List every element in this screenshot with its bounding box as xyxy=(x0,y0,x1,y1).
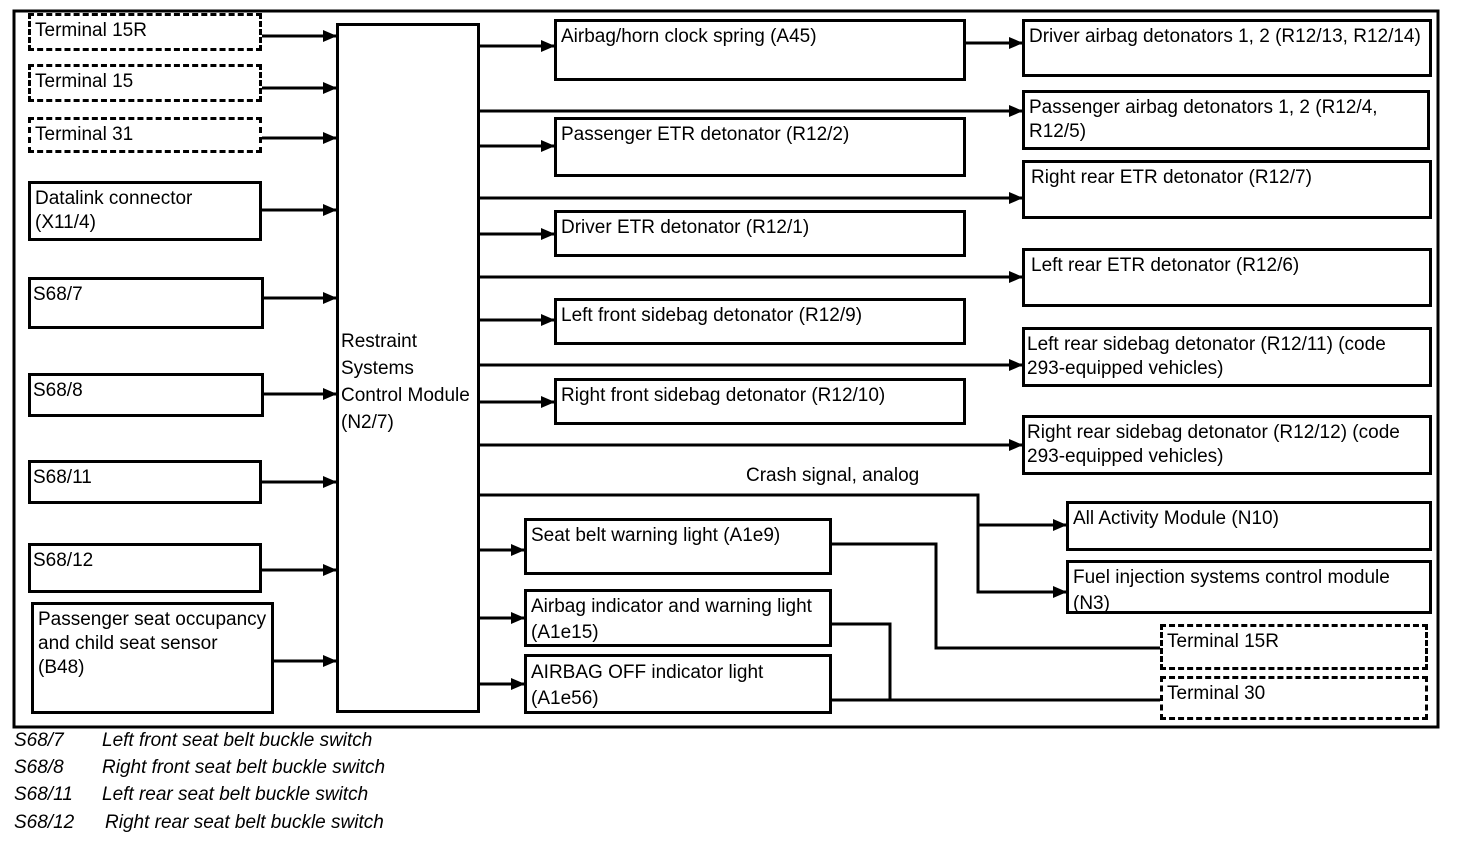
driver-etr-box: Driver ETR detonator (R12/1) xyxy=(554,210,966,257)
legend-code: S68/11 xyxy=(14,784,73,805)
terminal-15-input-box: Terminal 15 xyxy=(28,64,262,102)
s68-11-label: S68/11 xyxy=(33,467,92,488)
left-front-sidebag-label: Left front sidebag detonator (R12/9) xyxy=(561,305,863,326)
fuel-injection-box: Fuel injection systems control module (N… xyxy=(1066,560,1432,614)
crash-signal-label: Crash signal, analog xyxy=(746,465,920,486)
passenger-etr-box: Passenger ETR detonator (R12/2) xyxy=(554,117,966,177)
aam-box: All Activity Module (N10) xyxy=(1066,501,1432,551)
crash-signal-line xyxy=(480,493,1067,598)
right-front-sidebag-label: Right front sidebag detonator (R12/10) xyxy=(561,385,886,406)
datalink-connector-box: Datalink connector (X11/4) xyxy=(28,181,262,241)
legend-text: Right rear seat belt buckle switch xyxy=(105,812,384,833)
airbag-indicator-to-terminal30 xyxy=(832,622,892,700)
right-front-sidebag-box: Right front sidebag detonator (R12/10) xyxy=(554,378,966,425)
legend-row: S68/12 Right rear seat belt buckle switch xyxy=(14,812,384,834)
airbag-off-label: AIRBAG OFF indicator light (A1e56) xyxy=(531,662,764,709)
terminal-30-output-label: Terminal 30 xyxy=(1167,683,1266,704)
s68-12-label: S68/12 xyxy=(33,550,94,571)
left-rear-sidebag-label: Left rear sidebag detonator (R12/11) (co… xyxy=(1027,334,1386,379)
seat-belt-light-label: Seat belt warning light (A1e9) xyxy=(531,525,781,546)
legend-code: S68/7 xyxy=(14,730,64,751)
b48-sensor-label: Passenger seat occupancy and child seat … xyxy=(38,609,267,678)
legend-text: Left rear seat belt buckle switch xyxy=(102,784,369,805)
passenger-airbag-label: Passenger airbag detonators 1, 2 (R12/4,… xyxy=(1029,97,1378,142)
s68-11-box: S68/11 xyxy=(28,460,262,504)
legend-row: S68/7 Left front seat belt buckle switch xyxy=(14,730,372,752)
s68-7-label: S68/7 xyxy=(33,284,83,305)
terminal-15-input-label: Terminal 15 xyxy=(35,71,134,92)
restraint-module-box: Restraint Systems Control Module (N2/7) xyxy=(336,23,480,713)
restraint-module-label: Restraint Systems Control Module (N2/7) xyxy=(341,331,470,433)
passenger-etr-label: Passenger ETR detonator (R12/2) xyxy=(561,124,850,145)
terminal-15r-output-label: Terminal 15R xyxy=(1167,631,1279,652)
right-rear-etr-box: Right rear ETR detonator (R12/7) xyxy=(1022,160,1432,219)
legend-code: S68/12 xyxy=(14,812,75,833)
s68-12-box: S68/12 xyxy=(28,543,262,593)
seat-belt-light-to-terminal15r xyxy=(832,542,1160,650)
legend-row: S68/11 Left rear seat belt buckle switch xyxy=(14,784,368,806)
b48-sensor-box: Passenger seat occupancy and child seat … xyxy=(31,602,274,714)
terminal-31-input-box: Terminal 31 xyxy=(28,117,262,153)
right-rear-etr-label: Right rear ETR detonator (R12/7) xyxy=(1031,167,1312,188)
airbag-indicator-label: Airbag indicator and warning light (A1e1… xyxy=(531,596,812,643)
legend-row: S68/8 Right front seat belt buckle switch xyxy=(14,757,385,779)
terminal-30-output-box: Terminal 30 xyxy=(1160,676,1428,720)
left-front-sidebag-box: Left front sidebag detonator (R12/9) xyxy=(554,298,966,345)
driver-airbag-label: Driver airbag detonators 1, 2 (R12/13, R… xyxy=(1029,26,1421,47)
passenger-airbag-box: Passenger airbag detonators 1, 2 (R12/4,… xyxy=(1022,90,1430,150)
terminal-15r-input-box: Terminal 15R xyxy=(28,13,262,51)
clock-spring-label: Airbag/horn clock spring (A45) xyxy=(561,26,817,47)
airbag-indicator-box: Airbag indicator and warning light (A1e1… xyxy=(524,589,832,647)
s68-8-label: S68/8 xyxy=(33,380,83,401)
driver-etr-label: Driver ETR detonator (R12/1) xyxy=(561,217,810,238)
datalink-connector-label: Datalink connector (X11/4) xyxy=(35,188,193,233)
clock-spring-box: Airbag/horn clock spring (A45) xyxy=(554,19,966,81)
airbag-off-box: AIRBAG OFF indicator light (A1e56) xyxy=(524,654,832,714)
left-rear-etr-label: Left rear ETR detonator (R12/6) xyxy=(1031,255,1300,276)
aam-label: All Activity Module (N10) xyxy=(1073,508,1279,529)
legend-code: S68/8 xyxy=(14,757,64,778)
outer-frame xyxy=(12,9,1440,729)
seat-belt-light-box: Seat belt warning light (A1e9) xyxy=(524,518,832,575)
right-rear-sidebag-box: Right rear sidebag detonator (R12/12) (c… xyxy=(1022,415,1432,475)
s68-8-box: S68/8 xyxy=(28,373,264,417)
left-rear-etr-box: Left rear ETR detonator (R12/6) xyxy=(1022,248,1432,307)
right-rear-sidebag-label: Right rear sidebag detonator (R12/12) (c… xyxy=(1027,422,1400,467)
terminal-15r-input-label: Terminal 15R xyxy=(35,20,147,41)
fuel-injection-label: Fuel injection systems control module (N… xyxy=(1073,567,1390,614)
left-rear-sidebag-box: Left rear sidebag detonator (R12/11) (co… xyxy=(1022,327,1432,387)
driver-airbag-box: Driver airbag detonators 1, 2 (R12/13, R… xyxy=(1022,19,1432,77)
legend-text: Left front seat belt buckle switch xyxy=(102,730,373,751)
s68-7-box: S68/7 xyxy=(28,277,264,329)
legend-text: Right front seat belt buckle switch xyxy=(102,757,386,778)
terminal-31-input-label: Terminal 31 xyxy=(35,124,134,145)
terminal-15r-output-box: Terminal 15R xyxy=(1160,624,1428,670)
